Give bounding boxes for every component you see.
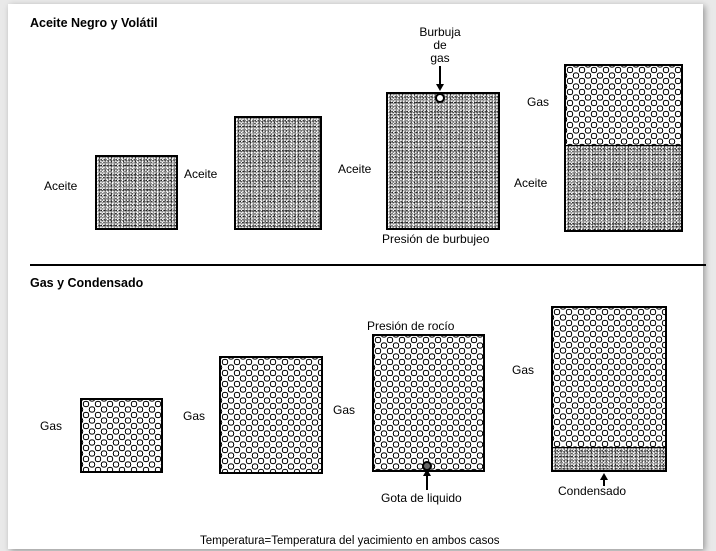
bubble-note-line-2: de — [433, 38, 447, 52]
gas-cylinder-3 — [372, 334, 485, 472]
section-title-oil: Aceite Negro y Volátil — [30, 16, 158, 30]
bubble-arrow-line — [439, 66, 441, 84]
label-gas-4-bottom: Gas — [512, 363, 535, 377]
bubble-point-label: Presión de burbujeo — [382, 232, 490, 246]
gas-cylinder-1 — [80, 398, 163, 473]
footer-note: Temperatura=Temperatura del yacimiento e… — [200, 535, 500, 547]
bubble-note-line-1: Burbuja — [419, 25, 461, 39]
label-gas-4: Gas — [527, 95, 550, 109]
gas-cap-region — [564, 64, 683, 146]
gas-cylinder-2 — [219, 356, 323, 474]
condensate-arrow-line — [603, 479, 605, 486]
label-gas-3: Gas — [333, 403, 356, 417]
label-aceite-4: Aceite — [514, 176, 548, 190]
label-gas-1: Gas — [40, 419, 63, 433]
oil-cylinder-2 — [234, 116, 322, 230]
bubble-note: Burbuja de gas — [400, 26, 480, 65]
condensate-arrow-head — [600, 473, 608, 480]
label-aceite-2: Aceite — [184, 167, 218, 181]
drop-note-label: Gota de liquido — [381, 491, 462, 505]
section-title-gas: Gas y Condensado — [30, 276, 144, 290]
oil-cylinder-3 — [386, 92, 500, 230]
label-gas-2: Gas — [183, 409, 206, 423]
gas-region-cylinder-4 — [551, 306, 667, 448]
oil-cylinder-1 — [95, 155, 178, 230]
label-aceite-1: Aceite — [44, 179, 78, 193]
bubble-note-line-3: gas — [430, 51, 450, 65]
section-divider — [30, 264, 706, 266]
drop-arrow-head — [423, 469, 431, 476]
oil-region-cylinder-4 — [564, 145, 683, 232]
bubble-arrow-head — [436, 84, 444, 91]
label-aceite-3: Aceite — [338, 162, 372, 176]
dew-point-label: Presión de rocío — [367, 319, 455, 333]
drop-arrow-line — [426, 476, 428, 490]
condensate-label: Condensado — [558, 484, 627, 498]
condensate-region — [551, 447, 667, 472]
gas-bubble-icon — [435, 93, 445, 103]
